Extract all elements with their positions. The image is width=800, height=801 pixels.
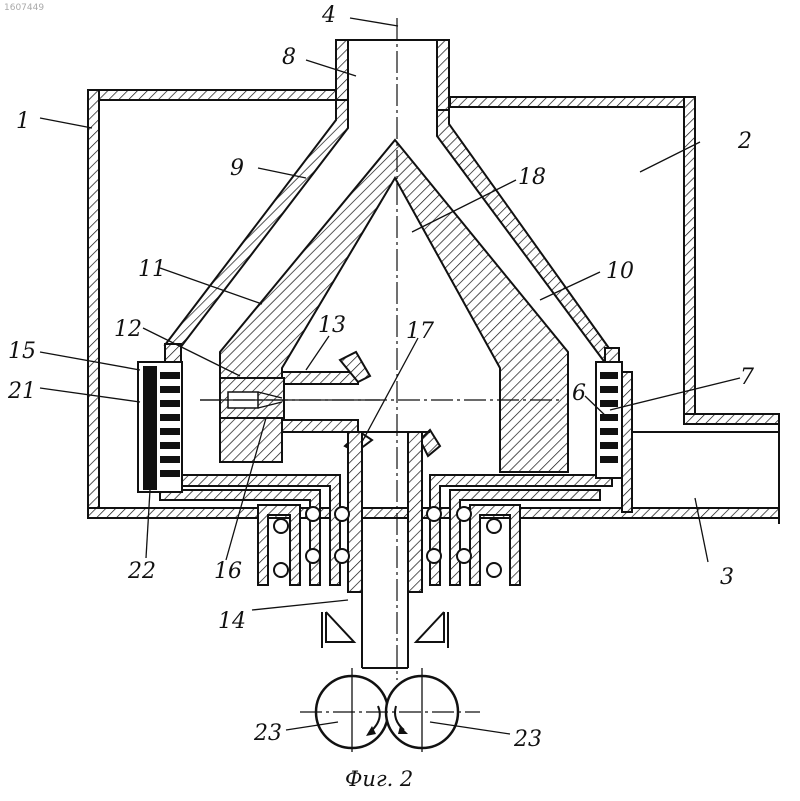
label-12: 12	[114, 317, 142, 342]
label-1: 1	[16, 109, 30, 134]
label-7: 7	[740, 365, 754, 390]
label-4: 4	[321, 3, 336, 28]
right-coil-block	[596, 348, 622, 478]
label-10: 10	[606, 259, 634, 284]
figure-caption: Фиг. 2	[345, 767, 413, 791]
label-15: 15	[8, 339, 36, 364]
label-8: 8	[282, 45, 296, 70]
label-23-right: 23	[513, 727, 542, 752]
housing	[88, 90, 779, 524]
label-18: 18	[518, 165, 546, 190]
label-14: 14	[218, 609, 246, 634]
label-21: 21	[7, 379, 36, 404]
shaft-supports	[322, 612, 448, 648]
drive-rollers	[300, 668, 480, 752]
shaft	[340, 432, 430, 668]
corner-id: 1607449	[4, 3, 44, 13]
label-9: 9	[230, 156, 244, 181]
label-17: 17	[406, 319, 434, 344]
rotor	[200, 140, 568, 472]
label-16: 16	[214, 559, 242, 584]
part-labels: 1 2 3 4 6 7 8 9 10 11 12 13 14 15 16 17 …	[7, 3, 754, 791]
left-coil-block	[138, 344, 182, 492]
label-22: 22	[127, 559, 156, 584]
label-13: 13	[318, 313, 346, 338]
label-6: 6	[572, 381, 586, 406]
label-11: 11	[138, 257, 166, 282]
label-2: 2	[737, 129, 752, 154]
label-3: 3	[720, 565, 734, 590]
label-23-left: 23	[253, 721, 282, 746]
outer-cone	[165, 100, 616, 364]
